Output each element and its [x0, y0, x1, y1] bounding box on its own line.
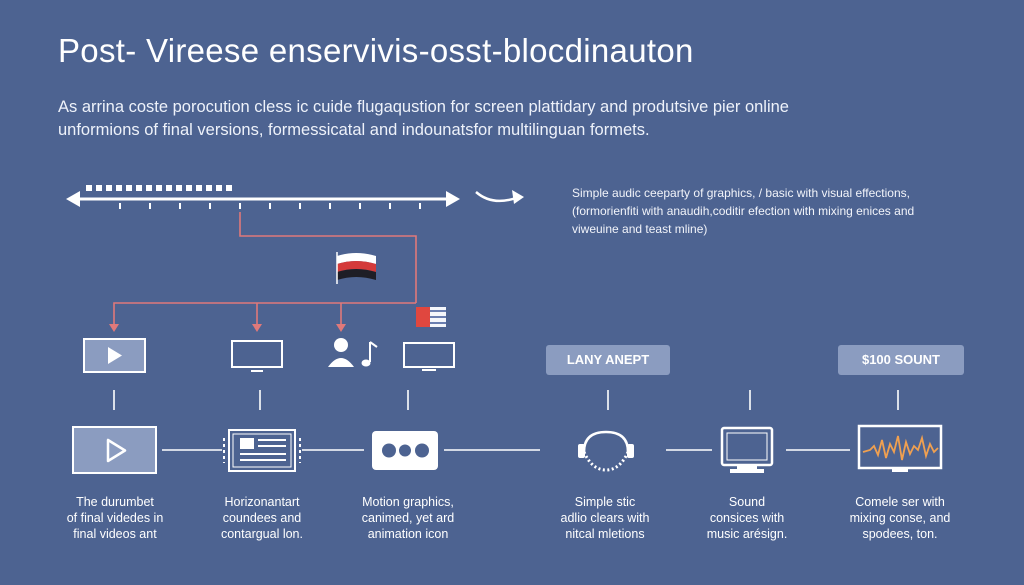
caption-line: music arésign. — [706, 527, 788, 541]
caption-line: coundees and — [222, 511, 302, 525]
monitor-icon — [231, 340, 283, 372]
caption-line: adlio clears with — [560, 511, 650, 525]
caption-line: of final videdes in — [66, 511, 164, 525]
caption-line: spodees, ton. — [862, 527, 938, 541]
note-line-1: Simple audic ceeparty of graphics, / bas… — [572, 186, 910, 200]
caption-line: consices with — [709, 511, 785, 525]
page-subtitle: As arrina coste porocution cless ic cuid… — [58, 96, 958, 142]
arrow-right-icon — [475, 190, 524, 204]
caption-motion-graphics: Motion graphics, canimed, yet ard animat… — [333, 494, 483, 542]
caption-line: Comele ser with — [855, 495, 945, 509]
video-player-icon — [72, 426, 157, 474]
subtitle-line-1: As arrina coste porocution cless ic cuid… — [58, 98, 789, 116]
page-title: Post- Vireese enservivis-osst-blocdinaut… — [58, 32, 694, 69]
striped-flag-icon — [416, 307, 446, 327]
timeline-icon — [66, 185, 460, 209]
caption-line: nitcal mletions — [565, 527, 645, 541]
lany-anept-label: LANY ANEPT — [546, 345, 670, 375]
waveform-monitor-icon — [857, 424, 943, 472]
caption-line: mixing conse, and — [849, 511, 951, 525]
play-icon — [83, 338, 146, 373]
process-note: Simple audic ceeparty of graphics, / bas… — [572, 184, 992, 238]
note-line-3: viweuine and teast mline) — [572, 222, 708, 236]
music-note-icon — [361, 341, 378, 367]
caption-line: Sound — [728, 495, 766, 509]
connector-arrowheads — [109, 324, 346, 332]
small-monitor-icon — [403, 342, 455, 371]
caption-line: final videos ant — [73, 527, 157, 541]
computer-monitor-icon — [720, 426, 774, 473]
subtitle-line-2: unformions of final versions, formessica… — [58, 121, 650, 139]
horizontal-layout-icon — [223, 429, 301, 472]
motion-graphics-icon — [372, 431, 438, 470]
person-icon — [328, 338, 354, 367]
caption-line: contargual lon. — [220, 527, 303, 541]
flag-icon — [336, 252, 376, 284]
vertical-connectors — [113, 390, 899, 410]
caption-horizontal: Horizonantart coundees and contargual lo… — [187, 494, 337, 542]
caption-final-videos: The durumbet of final videdes in final v… — [40, 494, 190, 542]
caption-line: animation icon — [367, 527, 449, 541]
connector-lines — [113, 212, 417, 326]
caption-line: canimed, yet ard — [361, 511, 455, 525]
caption-line: Horizonantart — [224, 495, 300, 509]
sound-price-label: $100 SOUNT — [838, 345, 964, 375]
headphones-icon — [578, 430, 634, 472]
caption-line: The durumbet — [76, 495, 154, 509]
caption-line: Simple stic — [574, 495, 636, 509]
caption-mixing: Comele ser with mixing conse, and spodee… — [825, 494, 975, 542]
caption-sound: Sound consices with music arésign. — [672, 494, 822, 542]
caption-line: Motion graphics, — [362, 495, 454, 509]
caption-simple-audio: Simple stic adlio clears with nitcal mle… — [530, 494, 680, 542]
note-line-2: (formorienfiti with anaudih,coditir efec… — [572, 204, 915, 218]
